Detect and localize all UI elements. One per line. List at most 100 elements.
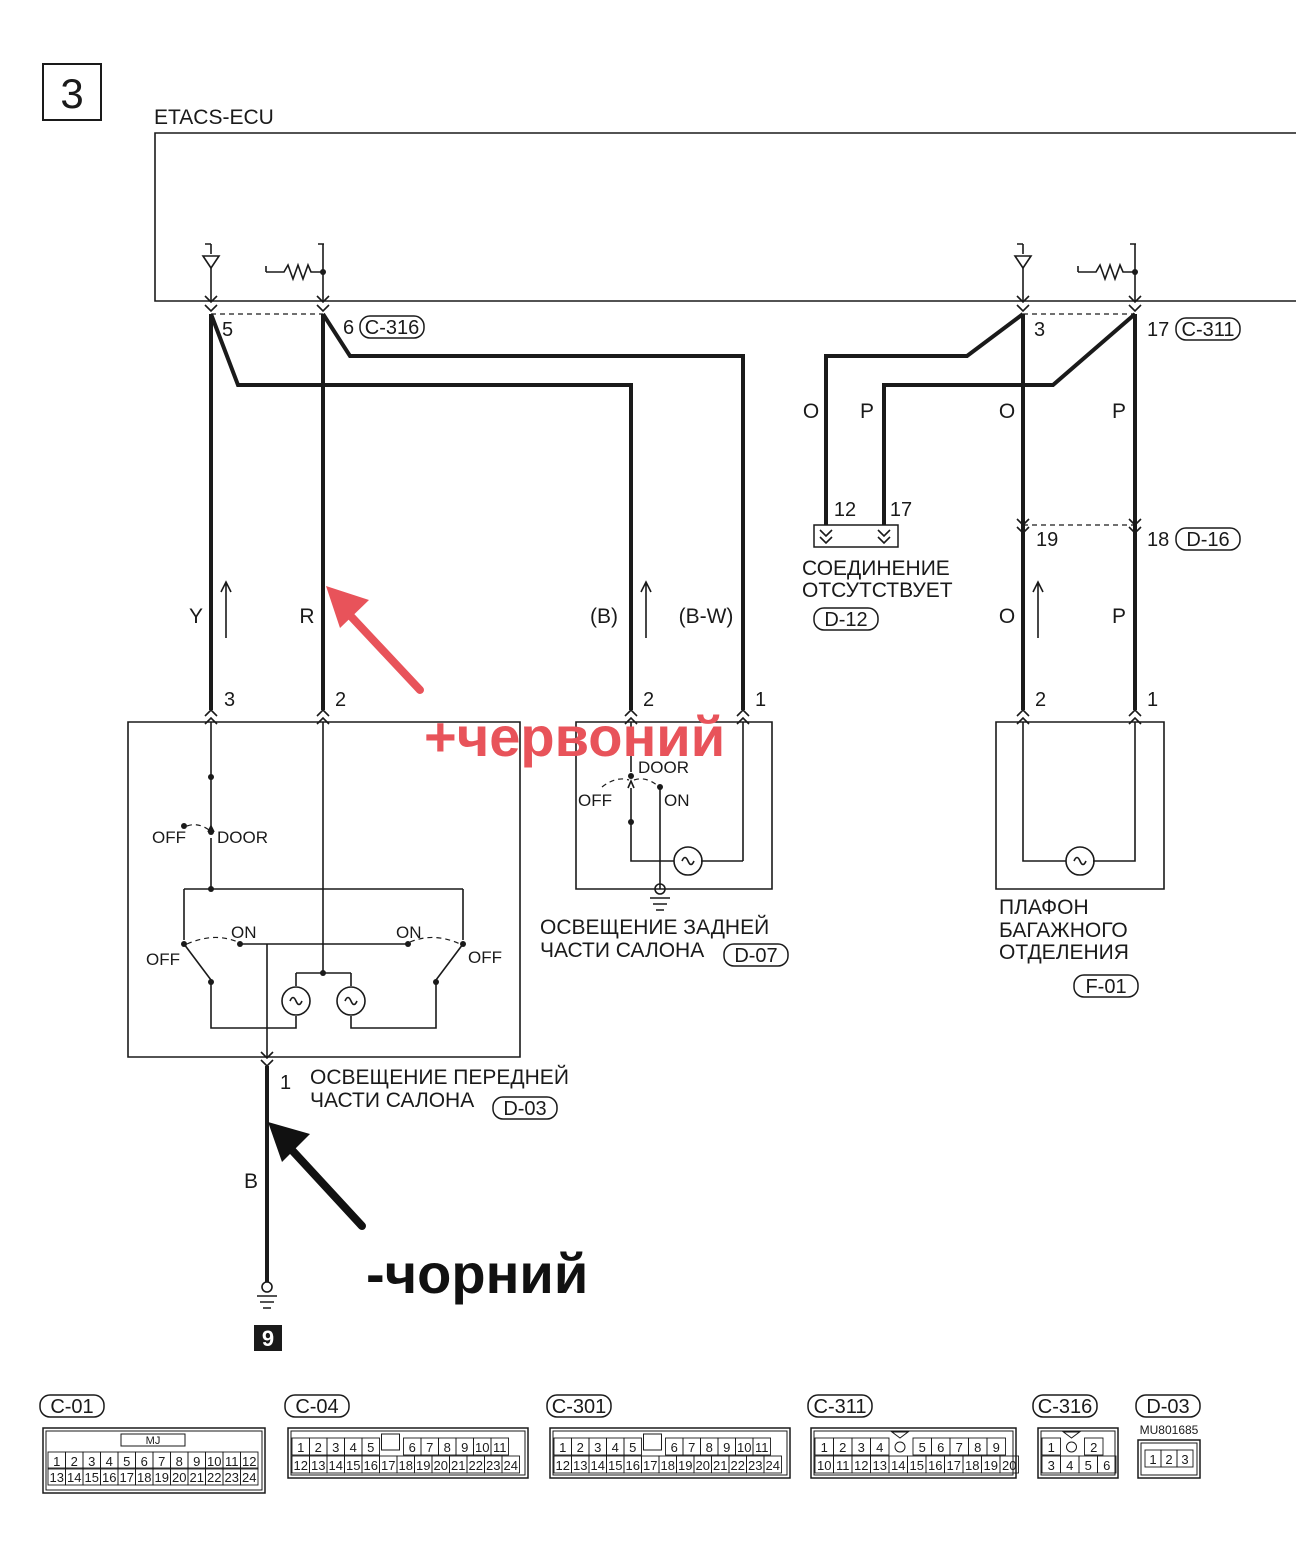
connector-pin: 20: [696, 1458, 710, 1473]
pin-1: 1: [1147, 689, 1158, 711]
trunk-lamp-line2: БАГАЖНОГО: [999, 919, 1128, 942]
ground-ref-badge: [254, 1325, 282, 1351]
connector-pin: 10: [737, 1440, 751, 1455]
wire-color-b: B: [244, 1170, 258, 1193]
connector-pin: 6: [1103, 1458, 1110, 1473]
connector-pin: 6: [671, 1440, 678, 1455]
connector-pin: 13: [50, 1470, 64, 1485]
wire-b-rear: [209, 313, 633, 710]
connector-face-label: C-311: [814, 1396, 867, 1418]
red-annotation-text: +червоний: [424, 705, 725, 768]
connector-pin: 15: [85, 1470, 99, 1485]
wire-color-bw-paren: (B-W): [679, 605, 734, 628]
connector-pin: 5: [919, 1440, 926, 1455]
bulb-icon: [336, 986, 366, 1016]
connector-pin: 17: [381, 1458, 395, 1473]
pin-2: 2: [335, 689, 346, 711]
front-lamp-box: [127, 721, 521, 1058]
connector-part-number: MU801685: [1140, 1423, 1199, 1437]
connector-pin: 23: [225, 1470, 239, 1485]
connector-pin: 12: [294, 1458, 308, 1473]
connector-pin: 16: [626, 1458, 640, 1473]
current-arrow: [640, 580, 652, 638]
rear-lamp-line2: ЧАСТИ САЛОНА: [540, 939, 704, 962]
connector-d16-label: D-16: [1186, 529, 1229, 551]
black-annotation-text: -чорний: [366, 1242, 588, 1305]
ground-ref: 9: [262, 1326, 274, 1351]
connector-d12-tag: [813, 607, 879, 631]
connector-pin: 7: [426, 1440, 433, 1455]
wire-p-d12: [882, 312, 1137, 525]
connector-d03-tag: [492, 1096, 558, 1120]
connector-pin: 13: [873, 1458, 887, 1473]
no-connection-line2: ОТСУТСТВУЕТ: [802, 579, 953, 602]
trunk-lamp-line3: ОТДЕЛЕНИЯ: [999, 941, 1129, 964]
connector-d12-block: [813, 524, 899, 548]
connector-c316-tag: [359, 315, 425, 339]
connector-pin: 1: [53, 1454, 60, 1469]
connector-c311-tag: [1175, 317, 1241, 341]
switch-label-off: OFF: [146, 950, 180, 969]
wire-bw-rear: [321, 312, 745, 710]
connector-pin: 15: [608, 1458, 622, 1473]
connector-d07-label: D-07: [734, 945, 777, 967]
connector-pin: 2: [839, 1440, 846, 1455]
rear-lamp-connector-marks: [624, 708, 750, 725]
black-annotation-arrow: [268, 1122, 366, 1230]
switch-label-off: OFF: [468, 948, 502, 967]
bulb-icon: [281, 986, 311, 1016]
connector-pin: 12: [854, 1458, 868, 1473]
front-lamp-line1: ОСВЕЩЕНИЕ ПЕРЕДНЕЙ: [310, 1065, 569, 1089]
connector-pin: 24: [504, 1458, 518, 1473]
connector-face-label: C-301: [552, 1396, 606, 1418]
switch-label-door: DOOR: [638, 758, 689, 777]
connector-pin: 13: [311, 1458, 325, 1473]
connector-pin: 19: [155, 1470, 169, 1485]
switch-label-on: ON: [396, 923, 422, 942]
sheet-number: 3: [60, 70, 83, 117]
connector-pin: 20: [434, 1458, 448, 1473]
connector-pin: 7: [956, 1440, 963, 1455]
connector-pin: 20: [172, 1470, 186, 1485]
connector-pin: 1: [1048, 1440, 1055, 1455]
connector-pin: 17: [120, 1470, 134, 1485]
connector-d07-tag: [723, 943, 789, 967]
connector-pin: 22: [469, 1458, 483, 1473]
pin-2: 2: [643, 689, 654, 711]
ecu-pin-6-internal: [265, 243, 326, 301]
connector-pin: 3: [1048, 1458, 1055, 1473]
ecu-pin-5-internal: [201, 243, 221, 301]
switch-label-off: OFF: [578, 791, 612, 810]
connector-pin: 6: [937, 1440, 944, 1455]
wire-o-d12: [824, 312, 1025, 525]
connector-pin: 5: [629, 1440, 636, 1455]
connector-face-label: D-03: [1146, 1396, 1189, 1418]
pin-2: 2: [1035, 689, 1046, 711]
connector-pin: 14: [891, 1458, 905, 1473]
connector-pin: 9: [723, 1440, 730, 1455]
connector-pin: 2: [577, 1440, 584, 1455]
connector-d16-tag: [1175, 527, 1241, 551]
current-arrow: [1032, 580, 1044, 638]
pin-1: 1: [755, 689, 766, 711]
rear-lamp-box: [575, 721, 773, 890]
ecu-pin-17-internal: [1077, 243, 1138, 301]
connector-c311-label: C-311: [1182, 319, 1235, 341]
connector-pin: 4: [350, 1440, 357, 1455]
connector-pin: 7: [688, 1440, 695, 1455]
connector-pin: 11: [836, 1458, 850, 1473]
connector-pin: 24: [766, 1458, 780, 1473]
current-arrow: [220, 580, 232, 638]
connector-pin: 22: [207, 1470, 221, 1485]
ecu-pin-3-internal: [1013, 243, 1033, 301]
connector-pin: 8: [444, 1440, 451, 1455]
connector-pin: 22: [731, 1458, 745, 1473]
connector-pin: 17: [643, 1458, 657, 1473]
sheet-number-box: [42, 63, 102, 121]
connector-pin: 20: [1002, 1458, 1016, 1473]
